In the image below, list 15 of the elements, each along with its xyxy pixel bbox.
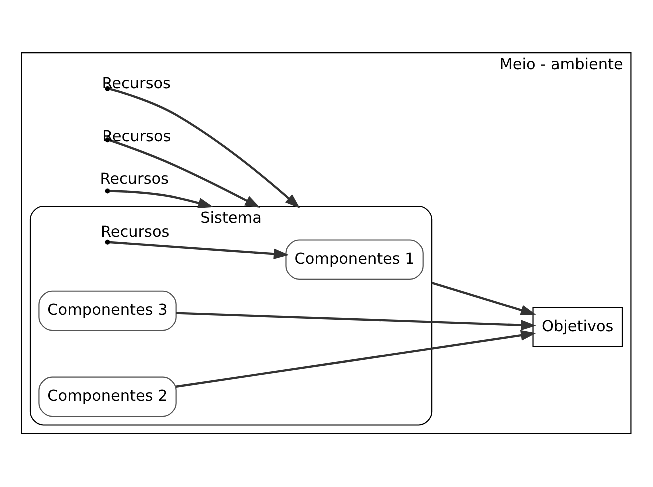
node-box: Objetivos [532,307,624,348]
arrow [109,139,260,208]
edge-label: Recursos [100,170,169,188]
arrow [176,312,536,331]
arrow [110,190,214,208]
arrow [110,241,290,260]
node-box: Componentes 1 [286,240,424,280]
edge-label: Recursos [102,128,172,146]
node-box: Componentes 3 [38,290,177,332]
edge-label: Recursos [101,222,170,241]
edge-label: Recursos [102,74,172,93]
arrow [432,282,536,316]
arrow [110,88,300,209]
node-box: Componentes 2 [38,376,177,418]
arrow [176,330,536,388]
